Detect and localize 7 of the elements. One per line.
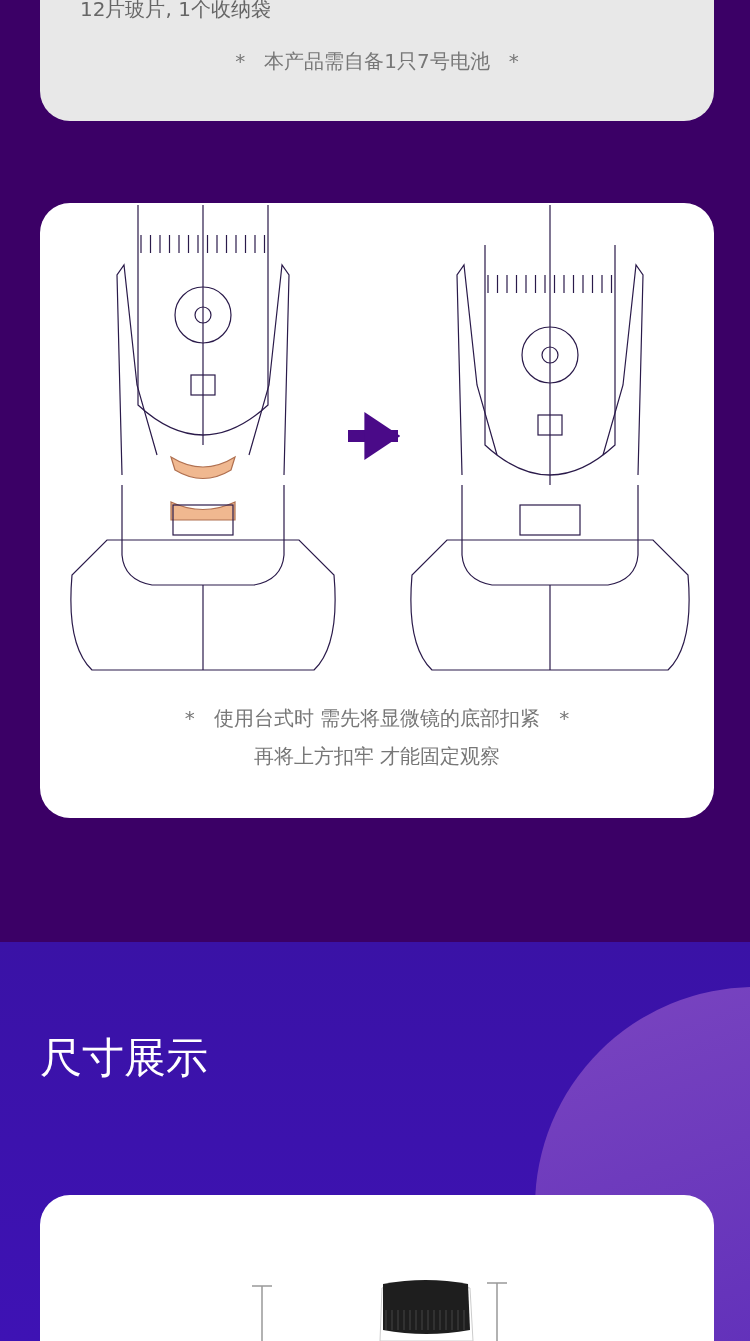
note-text: * 使用台式时 需先将显微镜的底部扣紧 * (183, 705, 571, 732)
arrow (348, 412, 401, 460)
microscope-photo (378, 1280, 474, 1341)
note-text: 12片玻片, 1个收纳袋 (80, 0, 271, 23)
note-text: 再将上方扣牢 才能固定观察 (252, 743, 502, 770)
section-title: 尺寸展示 (40, 1032, 208, 1084)
note-text: * 本产品需自备1只7号电池 * (234, 48, 520, 75)
